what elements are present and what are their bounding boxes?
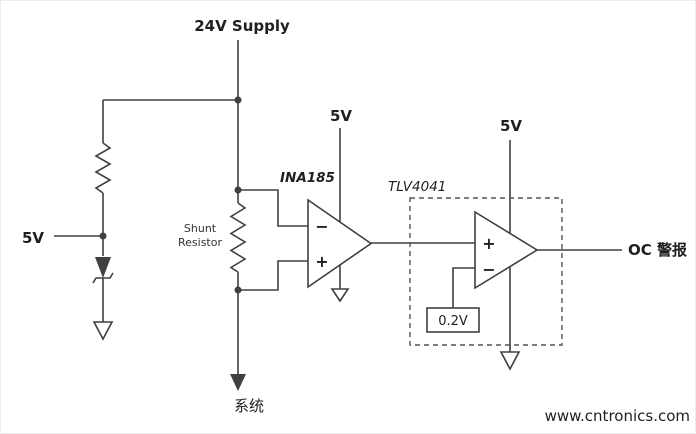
junction-dot-shunt-top <box>234 186 242 194</box>
ina-noninverting-input-wire <box>238 260 308 291</box>
vref-label: 0.2V <box>438 314 468 329</box>
wires <box>54 40 622 376</box>
system-label: 系统 <box>234 397 264 415</box>
output-label: OC 警报 <box>628 241 687 259</box>
shunt-label-line2: Resistor <box>178 236 222 249</box>
tlv-inverting-sign: − <box>482 260 495 279</box>
zener-diode-triangle <box>95 257 111 278</box>
tlv4041-dashed-boundary <box>409 197 563 346</box>
shunt-resistor-symbol <box>229 202 247 273</box>
vref-wire <box>452 267 475 308</box>
tlv4041-comparator-triangle <box>474 210 539 290</box>
rail-5v-left-label: 5V <box>22 229 44 247</box>
system-arrowhead <box>230 374 246 391</box>
supply-label: 24V Supply <box>194 17 290 35</box>
tlv-ground-symbol <box>499 351 521 371</box>
amplifier-name-label: INA185 <box>280 170 335 186</box>
ina-inverting-sign: − <box>315 217 328 236</box>
rail-5v-ina-label: 5V <box>330 107 352 125</box>
junction-dot-top <box>234 96 242 104</box>
shunt-label-line1: Shunt <box>184 222 217 235</box>
ina-inverting-input-wire <box>238 189 308 227</box>
watermark-text: www.cntronics.com <box>545 407 690 425</box>
junction-dot-left-5v <box>99 232 107 240</box>
ina185-opamp-triangle <box>307 198 373 289</box>
vref-box <box>426 307 480 333</box>
comparator-name-label: TLV4041 <box>388 179 446 195</box>
ina-noninverting-sign: + <box>315 252 328 271</box>
left-ground-symbol <box>92 321 114 341</box>
zener-diode-cathode-bar <box>92 272 114 284</box>
left-resistor-symbol <box>94 142 112 194</box>
junction-dot-shunt-bottom <box>234 286 242 294</box>
tlv-noninverting-sign: + <box>482 234 495 253</box>
rail-5v-tlv-label: 5V <box>500 117 522 135</box>
ina-ground-symbol <box>330 288 350 303</box>
